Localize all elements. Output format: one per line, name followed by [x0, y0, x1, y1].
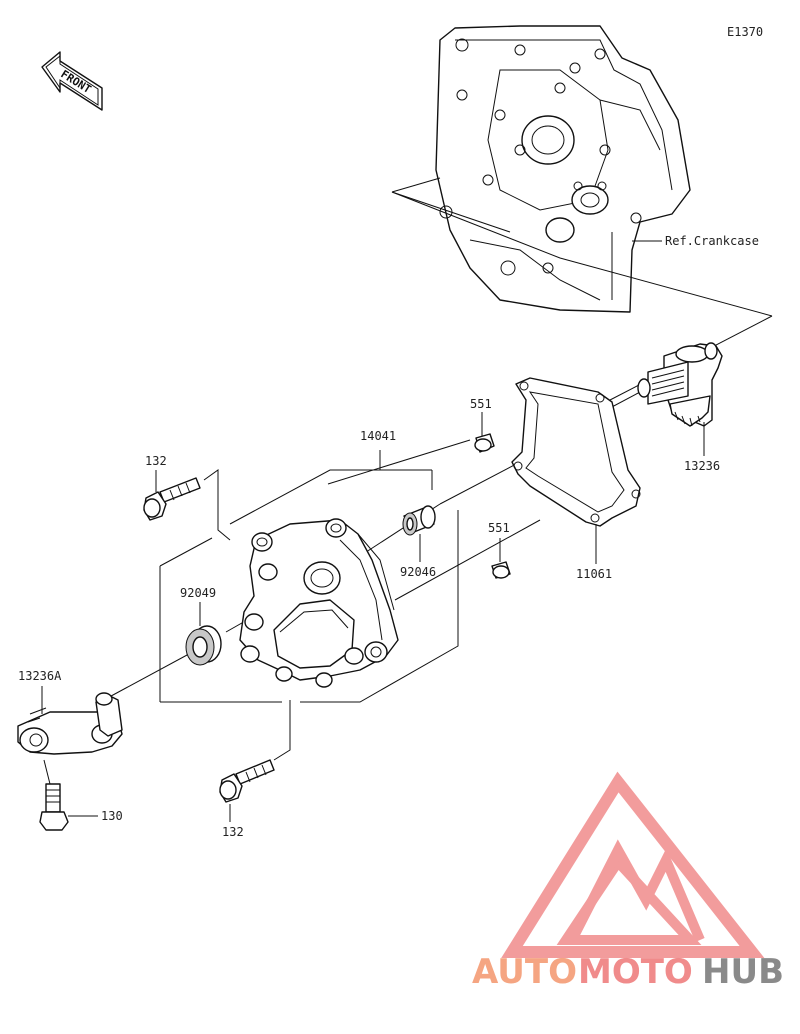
crankcase-drawing	[435, 25, 691, 313]
label-11061: 11061	[576, 567, 612, 581]
cover-14041	[239, 518, 399, 688]
bolt-132-bottom	[219, 759, 275, 803]
label-92049: 92049	[180, 586, 216, 600]
shift-lever-13236A	[17, 692, 123, 755]
label-13236A: 13236A	[18, 669, 62, 683]
label-92046: 92046	[400, 565, 436, 579]
label-132-bottom: 132	[222, 825, 244, 839]
label-551-mid: 551	[488, 521, 510, 535]
label-132-top: 132	[145, 454, 167, 468]
needle-bearing-92046	[402, 505, 436, 536]
gasket-11061	[511, 377, 641, 527]
label-551-top: 551	[470, 397, 492, 411]
bolt-130	[39, 783, 69, 831]
bolt-132-top	[143, 477, 201, 521]
automotohub-watermark	[501, 771, 765, 958]
watermark-moto: MOTO	[578, 952, 693, 992]
dowel-pin-551-mid	[491, 561, 511, 579]
ref-crankcase-label: Ref.Crankcase	[665, 234, 759, 248]
label-130: 130	[101, 809, 123, 823]
label-14041: 14041	[360, 429, 396, 443]
diagram-code: E1370	[727, 25, 763, 39]
watermark-auto: AUTO	[472, 952, 577, 992]
label-13236: 13236	[684, 459, 720, 473]
front-arrow-icon: FRONT	[41, 51, 103, 111]
dowel-pin-551-top	[474, 433, 495, 453]
gearshift-shaft-13236	[637, 342, 723, 427]
group-frame-14041	[159, 450, 459, 703]
automotohub-logo-text: AUTO MOTO HUB	[472, 952, 784, 992]
watermark-hub: HUB	[702, 952, 784, 992]
oil-seal-92049	[185, 625, 222, 666]
